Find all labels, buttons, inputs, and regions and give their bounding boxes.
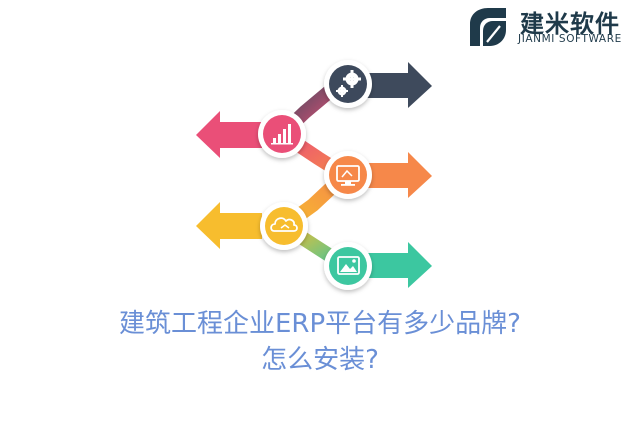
step-2-node (258, 110, 306, 158)
cloud-icon (270, 217, 298, 232)
step-3-arrow (368, 152, 432, 198)
brand-name-cn: 建米软件 (520, 10, 620, 38)
monitor-icon (336, 165, 360, 186)
step-2-arrow (196, 111, 262, 158)
step-5-node (324, 242, 372, 290)
brand-logo: 建米软件 JIANMI SOFTWARE (466, 4, 638, 50)
image-icon (337, 256, 360, 275)
page-headline: 建筑工程企业ERP平台有多少品牌? 怎么安装? (0, 306, 640, 378)
step-1-arrow (360, 62, 432, 108)
step-3-node (324, 151, 372, 199)
logo-leaf-icon (470, 8, 506, 46)
step-4-arrow (196, 202, 262, 249)
brand-name-en: JIANMI SOFTWARE (518, 33, 622, 45)
gears-icon (336, 70, 361, 97)
bar-chart-icon (271, 124, 293, 145)
headline-line-1: 建筑工程企业ERP平台有多少品牌? (119, 309, 521, 339)
headline-line-2: 怎么安装? (261, 345, 379, 375)
step-5-arrow (368, 242, 432, 288)
